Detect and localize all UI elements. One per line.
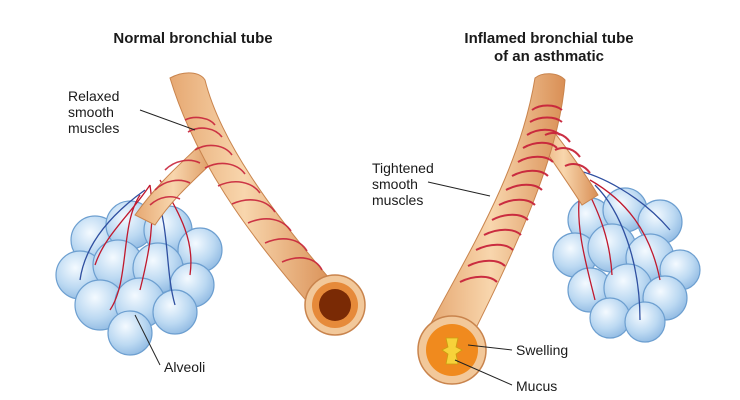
normal-bronchus-illustration bbox=[55, 72, 366, 356]
tightened-muscles-label-line-3: muscles bbox=[372, 192, 424, 208]
inflamed-title-line-2: of an asthmatic bbox=[493, 48, 605, 65]
inflamed-alveoli-cluster bbox=[552, 187, 701, 343]
alveoli-label: Alveoli bbox=[164, 359, 206, 375]
relaxed-muscles-label-line-1: Relaxed bbox=[68, 88, 120, 104]
inflamed-cross-section bbox=[417, 315, 487, 385]
mucus-plug bbox=[441, 337, 463, 365]
mucus-label: Mucus bbox=[516, 378, 558, 394]
tightened-muscles-label: Tightened smooth muscles bbox=[372, 160, 434, 208]
normal-title: Normal bronchial tube bbox=[113, 30, 273, 47]
relaxed-muscles-label-line-3: muscles bbox=[68, 120, 120, 136]
normal-alveoli-cluster bbox=[55, 200, 223, 356]
inflamed-title: Inflamed bronchial tube of an asthmatic bbox=[424, 30, 674, 66]
swelling-label: Swelling bbox=[516, 342, 569, 358]
inflamed-muscle-bands bbox=[459, 104, 591, 283]
relaxed-muscles-label: Relaxed smooth muscles bbox=[68, 88, 119, 136]
leader-lines bbox=[134, 109, 513, 386]
inflamed-main-tube bbox=[429, 73, 566, 331]
inflamed-title-line-1: Inflamed bronchial tube bbox=[464, 30, 634, 47]
relaxed-muscles-label-line-2: smooth bbox=[68, 104, 114, 120]
tightened-muscles-label-line-1: Tightened bbox=[372, 160, 434, 176]
normal-muscle-bands bbox=[149, 116, 323, 271]
inflamed-bronchus-illustration bbox=[417, 73, 701, 385]
tightened-muscles-label-line-2: smooth bbox=[372, 176, 418, 192]
normal-cross-section bbox=[304, 274, 366, 336]
normal-branch-tube bbox=[134, 139, 221, 226]
